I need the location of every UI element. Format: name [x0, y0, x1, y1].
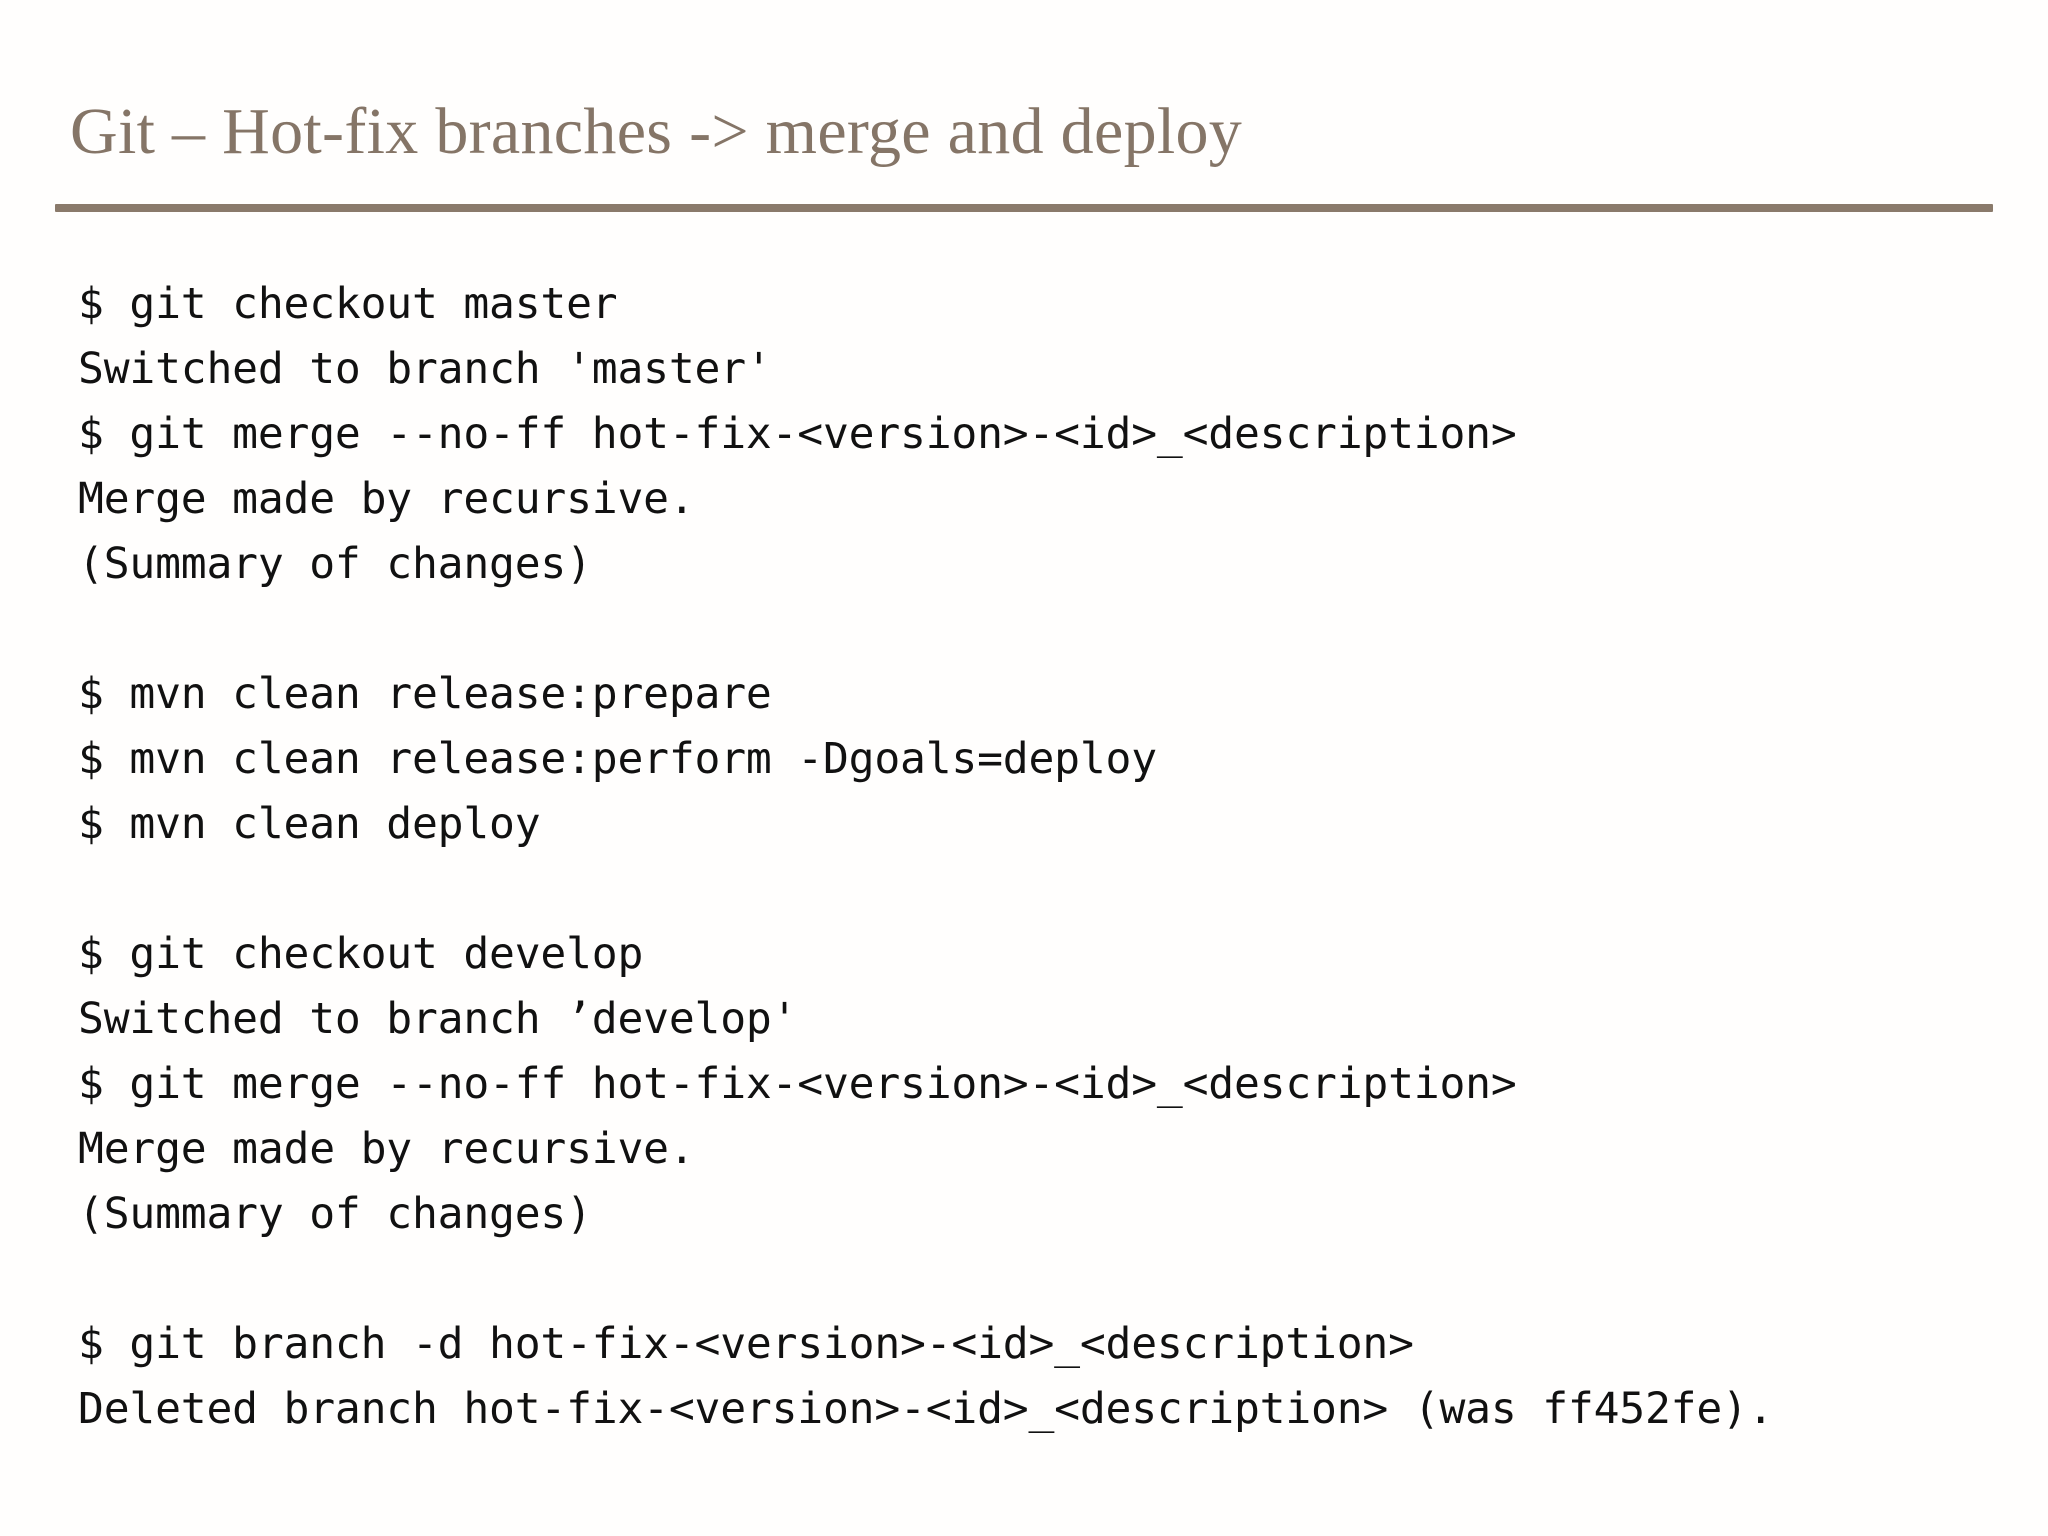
code-line: $ git branch -d hot-fix-<version>-<id>_<… [78, 1319, 1414, 1369]
page-title: Git – Hot-fix branches -> merge and depl… [70, 95, 1243, 169]
code-line: Switched to branch ’develop' [78, 994, 798, 1044]
code-line: $ mvn clean release:prepare [78, 669, 772, 719]
code-line: $ git checkout master [78, 279, 618, 329]
code-line-blank [78, 857, 2008, 922]
code-line: $ git checkout develop [78, 929, 644, 979]
code-line-blank [78, 1247, 2008, 1312]
title-divider-rule [55, 204, 1993, 212]
code-line: $ git merge --no-ff hot-fix-<version>-<i… [78, 1059, 1517, 1109]
code-line: Merge made by recursive. [78, 1124, 695, 1174]
code-line: $ mvn clean deploy [78, 799, 541, 849]
code-line: Deleted branch hot-fix-<version>-<id>_<d… [78, 1384, 1774, 1434]
code-line: Merge made by recursive. [78, 474, 695, 524]
code-line: $ git merge --no-ff hot-fix-<version>-<i… [78, 409, 1517, 459]
code-line-blank [78, 597, 2008, 662]
code-line: (Summary of changes) [78, 1189, 592, 1239]
code-line: (Summary of changes) [78, 539, 592, 589]
code-line: Switched to branch 'master' [78, 344, 772, 394]
code-line: $ mvn clean release:perform -Dgoals=depl… [78, 734, 1157, 784]
